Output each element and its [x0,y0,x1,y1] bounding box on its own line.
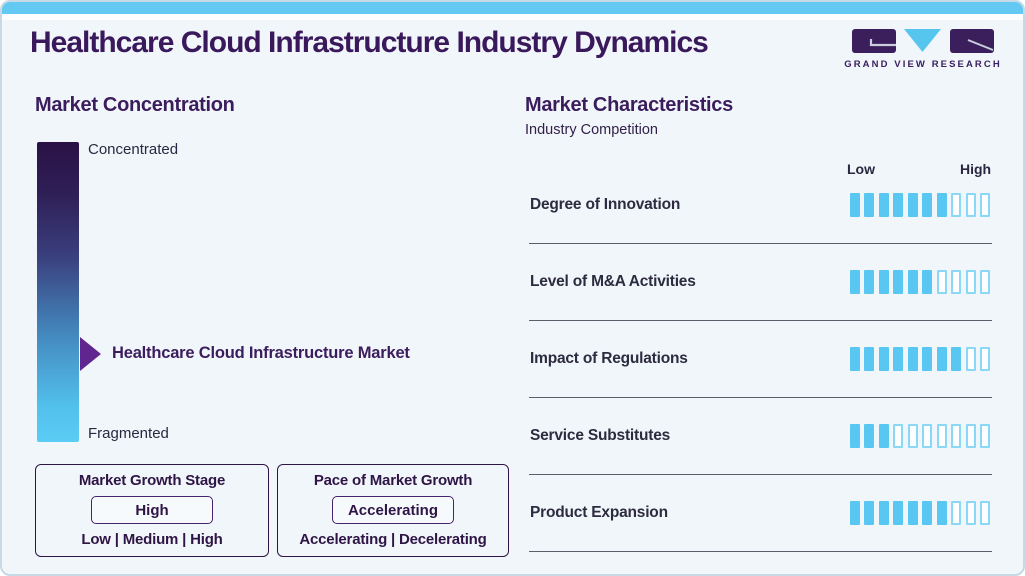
rating-bar-filled [864,347,874,371]
pace-of-market-growth-selected: Accelerating [332,496,454,524]
rating-bar-filled [922,501,932,525]
market-position-label: Healthcare Cloud Infrastructure Market [112,344,410,362]
top-accent-gap [2,14,1023,20]
rating-bar-filled [878,270,889,294]
rating-bar-filled [878,501,889,525]
rating-bar-filled [864,501,874,525]
rating-bar-filled [936,347,947,371]
market-characteristics-heading: Market Characteristics [525,94,733,116]
characteristic-row: Service Substitutes [529,398,992,475]
rating-bar-filled [936,501,947,525]
concentrated-label: Concentrated [88,141,179,158]
scale-low-label: Low [847,161,875,177]
brand-logo: GRAND VIEW RESEARCH [844,29,1000,70]
rating-bar-filled [849,347,860,371]
rating-bar-empty [965,501,976,525]
fragmented-label: Fragmented [88,425,169,442]
rating-bars [849,270,993,294]
rating-bar-empty [980,424,990,448]
rating-bar-empty [965,270,976,294]
rating-bar-filled [907,347,918,371]
concentration-gradient-bar [37,142,79,442]
rating-bar-filled [878,347,889,371]
characteristic-label: Level of M&A Activities [530,273,696,290]
gvr-logo-icon [852,29,994,53]
rating-bar-filled [864,424,874,448]
rating-bar-empty [951,424,961,448]
characteristic-row: Level of M&A Activities [529,244,992,321]
rating-bar-empty [893,424,903,448]
rating-bar-filled [893,193,903,217]
rating-bars [849,193,993,217]
rating-bar-filled [936,193,947,217]
pace-of-market-growth-box: Pace of Market Growth Accelerating Accel… [277,464,509,557]
rating-bar-filled [849,424,860,448]
market-growth-stage-box: Market Growth Stage High Low | Medium | … [35,464,269,557]
rating-bar-empty [965,193,976,217]
rating-bar-empty [980,193,990,217]
scale-high-label: High [960,161,992,177]
rating-bar-filled [922,270,932,294]
rating-bar-filled [864,193,874,217]
rating-bar-filled [849,270,860,294]
rating-bar-empty [922,424,932,448]
rating-bars [849,501,993,525]
rating-bar-empty [951,193,961,217]
market-growth-stage-options: Low | Medium | High [81,531,223,548]
rating-bar-filled [907,501,918,525]
rating-bar-empty [980,347,990,371]
rating-bar-empty [951,501,961,525]
characteristic-row: Impact of Regulations [529,321,992,398]
characteristic-label: Service Substitutes [530,427,671,444]
rating-bar-empty [980,501,990,525]
industry-competition-subtitle: Industry Competition [525,122,658,138]
brand-wordmark: GRAND VIEW RESEARCH [844,59,1002,70]
market-concentration-heading: Market Concentration [35,94,235,116]
rating-bar-filled [893,347,903,371]
rating-bar-filled [864,270,874,294]
rating-bar-empty [907,424,918,448]
pace-of-market-growth-options: Accelerating | Decelerating [299,531,487,548]
market-position-arrow-icon [80,337,101,371]
rating-bar-filled [951,347,961,371]
rating-bar-filled [922,193,932,217]
page-title: Healthcare Cloud Infrastructure Industry… [30,26,709,59]
rating-bar-empty [965,424,976,448]
characteristic-label: Impact of Regulations [530,350,688,367]
rating-bar-filled [893,501,903,525]
rating-bar-filled [849,193,860,217]
pace-of-market-growth-title: Pace of Market Growth [313,472,473,489]
rating-bar-filled [878,424,889,448]
characteristic-row: Degree of Innovation [529,167,992,244]
market-growth-stage-selected: High [91,496,213,524]
rating-bar-filled [849,501,860,525]
rating-bar-filled [878,193,889,217]
rating-bar-empty [936,424,947,448]
top-accent-bar [2,2,1023,14]
market-growth-stage-title: Market Growth Stage [78,472,226,489]
rating-bar-filled [893,270,903,294]
rating-bar-empty [965,347,976,371]
rating-bar-filled [922,347,932,371]
rating-bar-empty [980,270,990,294]
characteristic-label: Degree of Innovation [530,196,681,213]
characteristic-row: Product Expansion [529,475,992,552]
rating-bar-empty [951,270,961,294]
rating-bar-filled [907,270,918,294]
rating-bars [849,424,993,448]
rating-bar-filled [907,193,918,217]
rating-bar-empty [936,270,947,294]
characteristic-label: Product Expansion [530,504,668,521]
rating-bars [849,347,993,371]
